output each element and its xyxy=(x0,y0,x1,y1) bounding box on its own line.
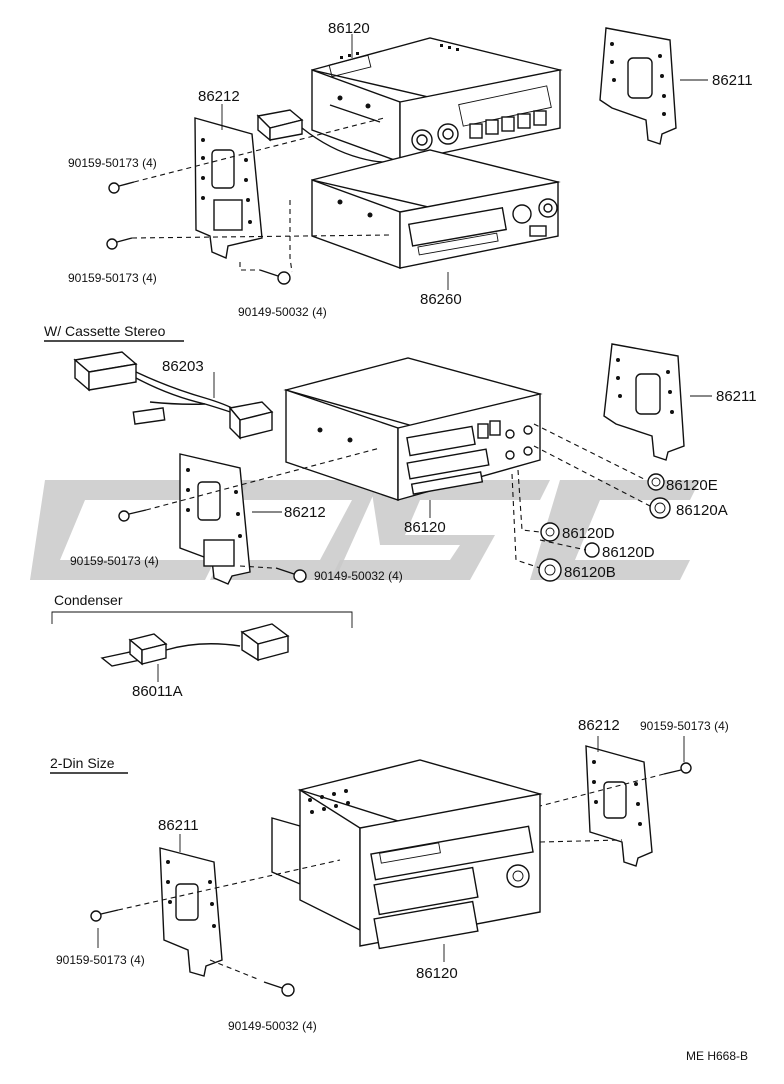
label-86211-bottom: 86211 xyxy=(158,817,199,834)
label-86211-top: 86211 xyxy=(712,72,753,89)
label-86212-bottom: 86212 xyxy=(578,717,620,734)
screw-bot-3 xyxy=(263,981,295,997)
screw-top-2 xyxy=(106,237,133,250)
bracket-86212-bottom xyxy=(585,745,653,867)
label-86260: 86260 xyxy=(420,291,462,308)
condenser-86011a xyxy=(100,623,290,682)
knob-86120d-2 xyxy=(584,542,600,558)
bracket-86211-top xyxy=(599,27,677,145)
label-86212-top: 86212 xyxy=(198,88,240,105)
screw-mid-2 xyxy=(275,567,307,583)
screw-bot-1 xyxy=(663,762,692,775)
label-86203: 86203 xyxy=(162,358,204,375)
label-86120d-1: 86120D xyxy=(562,525,615,542)
label-screw-90159-d: 90159-50173 (4) xyxy=(640,719,729,733)
radio-unit-middle xyxy=(283,357,543,501)
screw-bot-2 xyxy=(90,909,119,922)
screw-top-1 xyxy=(108,181,135,194)
radio-unit-2din xyxy=(271,759,543,950)
knob-86120b xyxy=(538,558,562,582)
label-86120-middle: 86120 xyxy=(404,519,446,536)
bracket-86211-middle xyxy=(603,343,685,461)
label-86212-middle: 86212 xyxy=(284,504,326,521)
bracket-86212-top xyxy=(194,117,263,259)
screw-mid-1 xyxy=(118,509,147,522)
cassette-unit-top xyxy=(311,149,561,269)
label-screw-90159-a: 90159-50173 (4) xyxy=(68,156,157,170)
label-86211-middle: 86211 xyxy=(716,388,757,405)
label-86120d-2: 86120D xyxy=(602,544,655,561)
diagram-code: ME H668-B xyxy=(686,1049,748,1063)
label-86120a: 86120A xyxy=(676,502,728,519)
label-screw-90159-e: 90159-50173 (4) xyxy=(56,953,145,967)
bracket-86211-bottom xyxy=(159,847,223,977)
label-screw-90159-c: 90159-50173 (4) xyxy=(70,554,159,568)
label-86120-bottom: 86120 xyxy=(416,965,458,982)
knob-86120d-1 xyxy=(540,522,560,542)
label-86120-top: 86120 xyxy=(328,20,370,37)
knob-86120a xyxy=(649,497,671,519)
knob-86120e xyxy=(647,473,665,491)
label-86011a: 86011A xyxy=(132,683,183,700)
bracket-86212-middle xyxy=(179,453,251,585)
label-86120e: 86120E xyxy=(666,477,718,494)
section-condenser: Condenser xyxy=(54,592,123,608)
label-screw-90159-b: 90159-50173 (4) xyxy=(68,271,157,285)
section-cassette-stereo: W/ Cassette Stereo xyxy=(44,323,166,339)
label-86120b: 86120B xyxy=(564,564,616,581)
radio-unit-top xyxy=(311,37,563,163)
label-screw-90149-b: 90149-50032 (4) xyxy=(314,569,403,583)
label-screw-90149-a: 90149-50032 (4) xyxy=(238,305,327,319)
label-screw-90149-c: 90149-50032 (4) xyxy=(228,1019,317,1033)
section-2din-size: 2-Din Size xyxy=(50,755,115,771)
harness-86203 xyxy=(73,351,274,440)
screw-top-3 xyxy=(259,269,291,285)
